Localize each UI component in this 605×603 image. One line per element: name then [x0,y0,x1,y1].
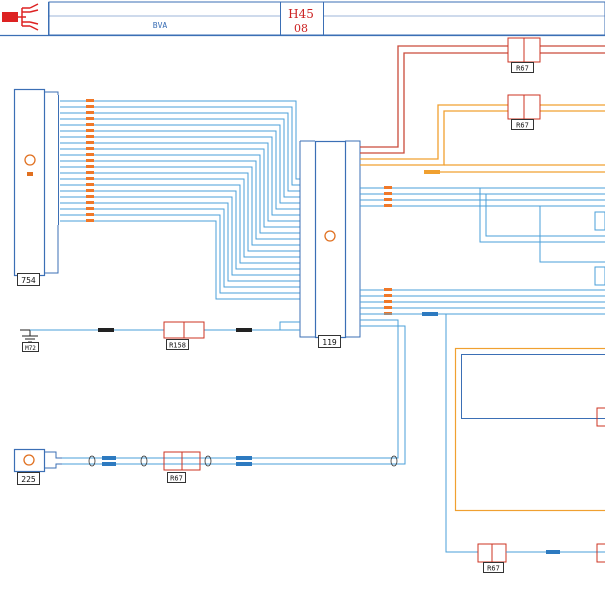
wire-tags-754 [86,99,94,222]
red-wires [360,45,605,154]
connector-logo-icon [2,3,39,31]
pin-lines-119-right [360,187,605,315]
connector-r158: R158 [163,321,205,350]
connector-r67-bottom-label: R67 [487,565,500,573]
earth-marker-icon [24,154,36,166]
ground-m72: M72 [20,329,40,352]
diagram-id: H45 [288,7,314,21]
title-block [0,1,605,37]
orange-wires [360,104,605,173]
can-bus-wires [62,319,406,465]
wire-chain-r158 [30,321,300,331]
connector-r67-top: R67 [507,37,541,73]
connector-r67-low-label: R67 [170,475,183,483]
sheet-number: 08 [294,22,308,35]
component-119: 119 [299,140,361,348]
component-754-label: 754 [21,276,36,285]
splice-ch2r [98,328,114,332]
right-blue-harness [479,188,605,286]
harness-754-119 [100,100,300,300]
component-754: 754 [13,88,59,286]
pin-lines-119-rtags [384,186,392,315]
earth-marker-225-icon [23,454,35,466]
connector-r67-bottom: R67 [477,543,605,573]
ecu-marker-icon [324,230,336,242]
can-twist-markers [88,455,398,467]
connector-r67-top-label: R67 [516,65,529,73]
component-225-label: 225 [21,475,36,484]
vehicle-code: BVA [153,21,168,30]
can-splices [102,456,252,466]
splice-enhsp [422,312,438,316]
connector-r67-low: R67 [163,451,201,483]
ground-m72-label: M72 [25,345,36,352]
connector-r67-mid: R67 [507,94,541,130]
lower-right-frames [360,313,605,553]
splice-ch2n [236,328,252,332]
splice-ap4 [424,170,440,174]
component-119-label: 119 [322,338,337,347]
connector-r158-label: R158 [169,342,186,350]
component-225: 225 [13,448,62,485]
connector-r67-mid-label: R67 [516,122,529,130]
